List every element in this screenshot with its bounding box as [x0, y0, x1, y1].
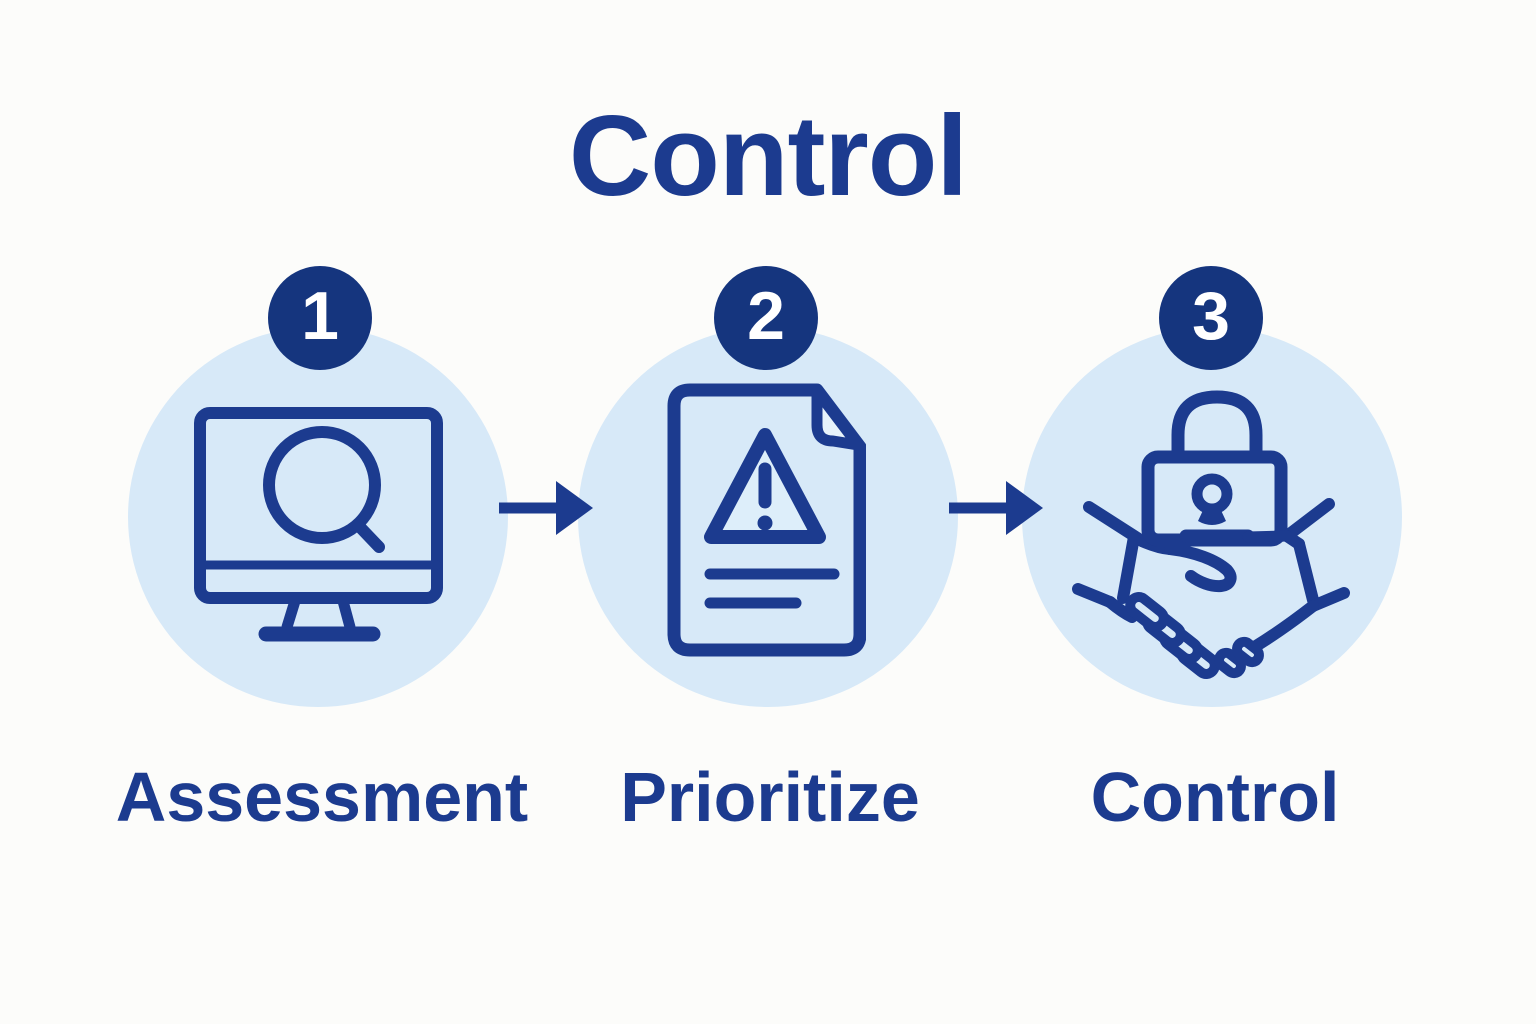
step-1-number: 1 — [301, 278, 339, 354]
monitor-stand-left — [281, 595, 301, 633]
padlock-shackle — [1171, 390, 1263, 464]
keyhole-tail — [1198, 506, 1226, 525]
monitor-search-icon — [194, 407, 443, 642]
step-2-number: 2 — [747, 278, 785, 354]
step-1-badge: 1 — [268, 266, 372, 370]
step-1-circle — [128, 327, 508, 707]
magnifier-handle — [352, 519, 385, 553]
right-hand-top-edge — [1242, 530, 1293, 543]
document-fold — [811, 385, 864, 451]
step-3-badge: 3 — [1159, 266, 1263, 370]
padlock — [1141, 390, 1288, 547]
padlock-body — [1141, 450, 1288, 547]
handshake-fingers — [1125, 592, 1264, 679]
handshake-lock-icon — [1072, 390, 1350, 679]
step-1-label: Assessment — [115, 758, 529, 836]
document-warning-icon — [667, 383, 866, 657]
diagram-title: Control — [568, 93, 968, 220]
thumb — [1164, 543, 1237, 593]
warning-exclamation-dot — [757, 515, 773, 531]
step-2-label: Prioritize — [620, 758, 920, 836]
step-2-badge: 2 — [714, 266, 818, 370]
monitor-frame — [194, 407, 443, 604]
magnifier-lens — [263, 426, 381, 544]
step-3-label: Control — [1090, 758, 1340, 836]
arrow-right-icon — [949, 481, 1043, 535]
document-outline — [667, 383, 866, 657]
step-3-number: 3 — [1192, 278, 1230, 354]
monitor-stand-right — [337, 595, 356, 633]
arrow-right-icon — [499, 481, 593, 535]
